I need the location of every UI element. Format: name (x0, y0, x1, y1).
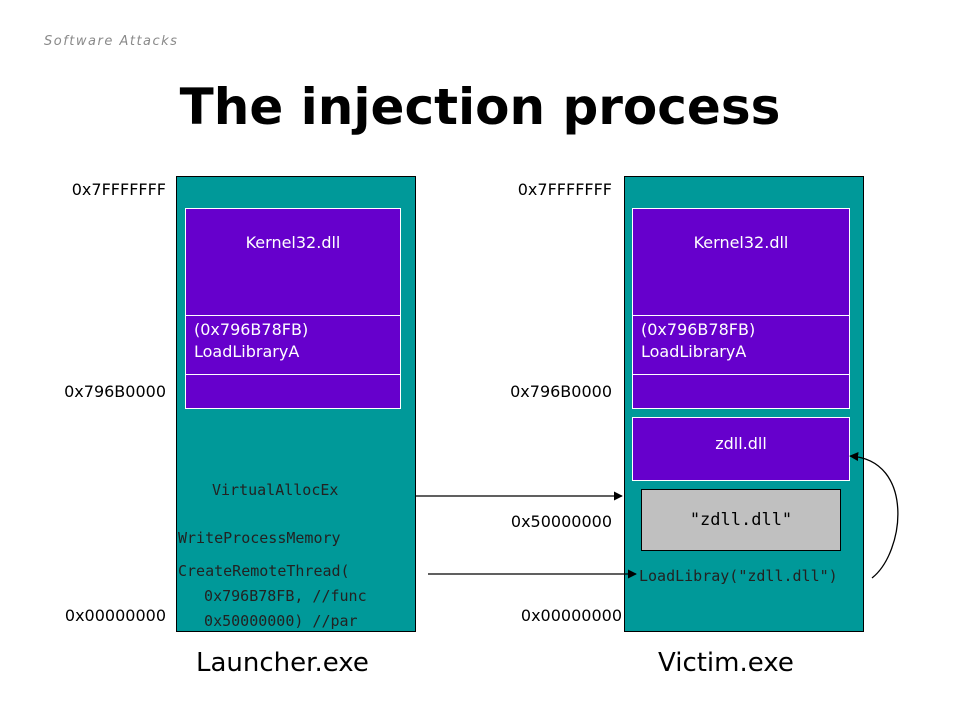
victim-zdll-region: zdll.dll (632, 417, 850, 481)
launcher-addr-bottom: 0x00000000 (64, 606, 166, 625)
victim-injected-string: "zdll.dll" (641, 489, 841, 551)
victim-kernel32-label: Kernel32.dll (693, 233, 789, 252)
victim-memory-space: Kernel32.dll (0x796B78FB) LoadLibraryA z… (624, 176, 864, 632)
slide-title: The injection process (179, 78, 781, 136)
victim-exe-label: Victim.exe (658, 648, 794, 678)
launcher-addr-mid: 0x796B0000 (64, 382, 166, 401)
launcher-loadlibrary-name: LoadLibraryA (194, 342, 300, 361)
launcher-kernel32-region: Kernel32.dll (0x796B78FB) LoadLibraryA (185, 208, 401, 409)
launcher-memory-space: Kernel32.dll (0x796B78FB) LoadLibraryA (176, 176, 416, 632)
victim-loadlibrary-region: (0x796B78FB) LoadLibraryA (632, 315, 850, 375)
victim-kernel32-region: Kernel32.dll (0x796B78FB) LoadLibraryA (632, 208, 850, 409)
call-virtualallocex: VirtualAllocEx (212, 481, 339, 499)
launcher-kernel32-label: Kernel32.dll (245, 233, 341, 252)
victim-addr-bottom: 0x00000000 (520, 606, 622, 625)
call-writeprocessmemory: WriteProcessMemory (178, 529, 341, 547)
victim-zdll-label: zdll.dll (715, 434, 767, 453)
victim-loadlibrary-name: LoadLibraryA (641, 342, 747, 361)
call-createremotethread-line2: 0x796B78FB, //func (186, 587, 367, 605)
victim-addr-string: 0x50000000 (510, 512, 612, 531)
launcher-loadlibrary-address: (0x796B78FB) (194, 320, 309, 339)
launcher-loadlibrary-region: (0x796B78FB) LoadLibraryA (185, 315, 401, 375)
section-header: Software Attacks (44, 34, 179, 49)
victim-addr-mid: 0x796B0000 (510, 382, 612, 401)
victim-loadlibrary-address: (0x796B78FB) (641, 320, 756, 339)
victim-addr-top: 0x7FFFFFFF (517, 180, 612, 199)
victim-loadlibray-call: LoadLibray("zdll.dll") (639, 567, 838, 585)
launcher-addr-top: 0x7FFFFFFF (71, 180, 166, 199)
call-createremotethread-line3: 0x50000000) //par (186, 612, 358, 630)
launcher-exe-label: Launcher.exe (196, 648, 369, 678)
call-createremotethread-line1: CreateRemoteThread( (178, 562, 350, 580)
